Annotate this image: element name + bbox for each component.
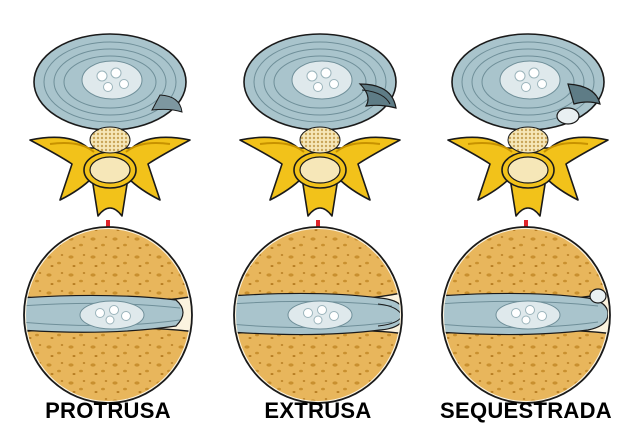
sagittal-extrusion (233, 226, 403, 404)
axial-sequestration (447, 33, 609, 217)
label-sequestration: SEQUESTRADA (440, 398, 612, 423)
sagittal-protrusion (23, 226, 193, 404)
label-extrusion: EXTRUSA (264, 398, 372, 423)
axial-extrusion (239, 33, 401, 217)
sagittal-sequestration (441, 226, 611, 404)
axial-protrusion (29, 33, 191, 217)
label-protrusion: PROTRUSA (45, 398, 171, 423)
